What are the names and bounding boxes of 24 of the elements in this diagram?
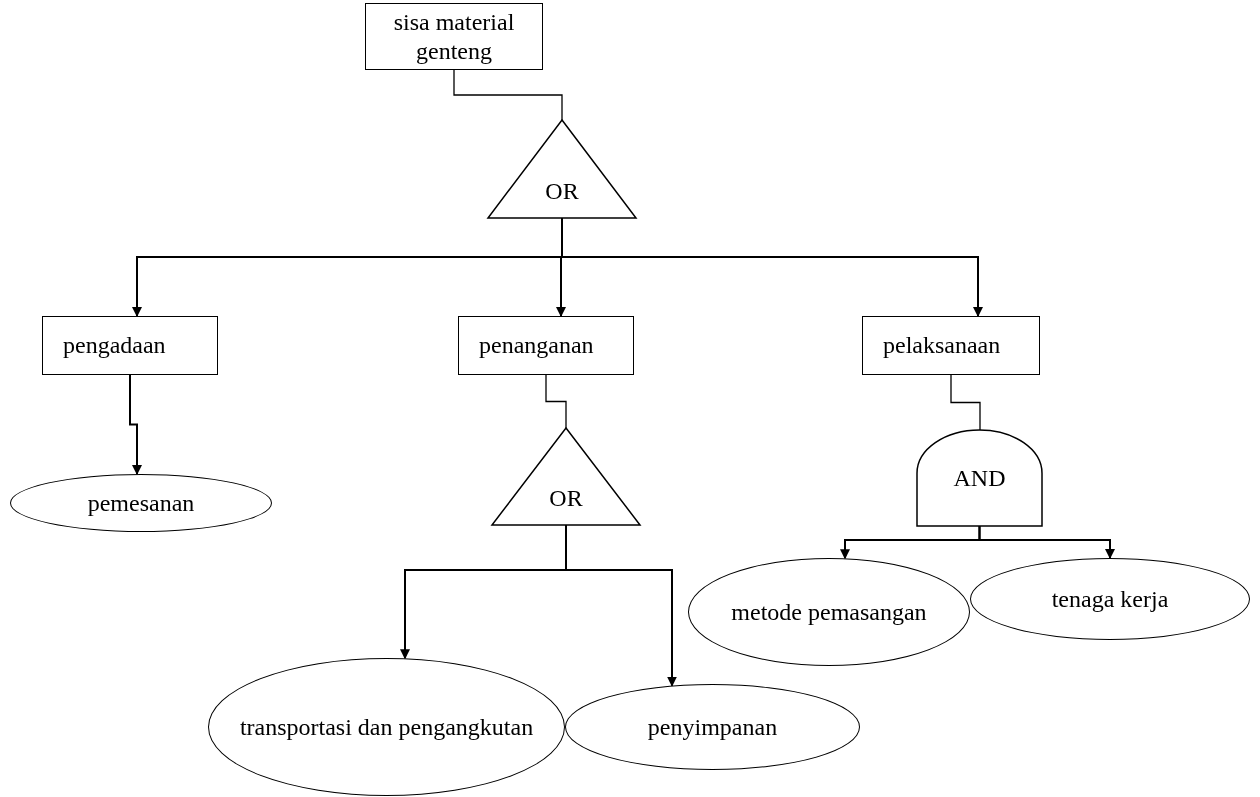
event-box: [862, 316, 1040, 375]
event-box: [458, 316, 634, 375]
event-label: pengadaan: [63, 331, 166, 360]
event-label: pemesanan: [87, 488, 195, 518]
event-label: pelaksanaan: [883, 331, 1001, 360]
connector-line: [453, 69, 563, 121]
event-label: penyimpanan: [647, 712, 778, 742]
event-label: penanganan: [479, 331, 594, 360]
event-box: [42, 316, 218, 375]
event-label: metode pemasangan: [731, 597, 927, 627]
arrow: [978, 525, 1115, 559]
and-gate: [917, 430, 1042, 526]
gate-label: AND: [953, 464, 1006, 493]
arrow: [129, 374, 142, 475]
event-label: tenaga kerja: [1051, 584, 1169, 614]
gate-label: OR: [549, 484, 583, 513]
event-box: [365, 3, 543, 70]
or-gate: [488, 120, 636, 218]
event-label: transportasi dan pengangkutan: [239, 712, 534, 742]
connector-line: [545, 374, 567, 429]
or-gate: [492, 428, 640, 525]
event-label: sisa material genteng: [392, 7, 516, 66]
gate-label: OR: [545, 177, 579, 206]
connector-line: [950, 374, 981, 431]
